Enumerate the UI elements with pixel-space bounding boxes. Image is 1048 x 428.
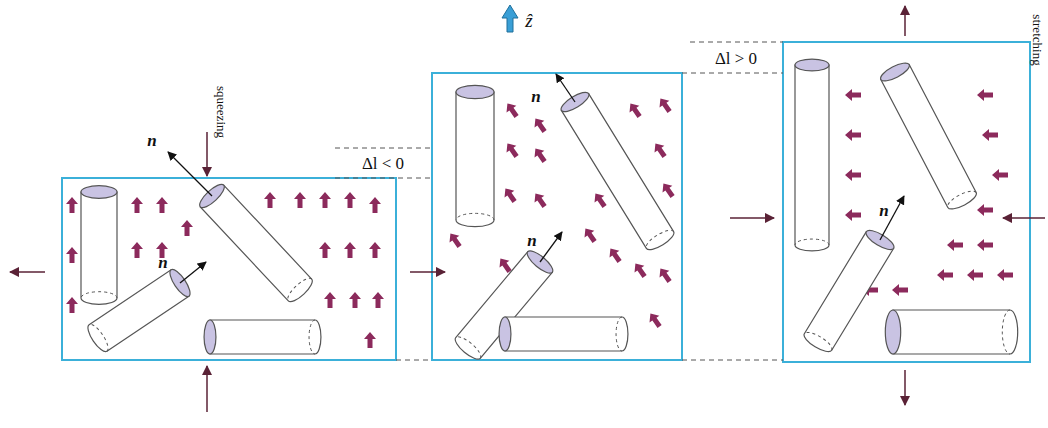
rod-cylinder	[81, 186, 117, 305]
moment-arrow	[131, 242, 143, 258]
moment-arrow	[530, 145, 549, 165]
force-arrow	[730, 217, 774, 219]
reference-dash	[690, 42, 783, 43]
moment-arrow	[530, 115, 549, 135]
rod-cylinder	[456, 85, 494, 226]
force-arrow	[410, 271, 445, 273]
moment-arrow	[369, 197, 381, 213]
moment-arrow	[131, 197, 143, 213]
reference-dash	[335, 178, 432, 179]
moment-arrow	[502, 100, 521, 120]
rod-cylinder	[558, 89, 676, 253]
rod-cylinder	[84, 267, 193, 355]
force-arrow	[1003, 217, 1045, 219]
sample-panel	[432, 73, 682, 360]
force-arrow	[904, 370, 906, 405]
moment-arrow	[992, 169, 1008, 181]
force-arrow	[904, 6, 906, 36]
moment-arrow	[845, 89, 861, 101]
rod-cylinder	[196, 181, 315, 305]
moment-arrow	[892, 284, 908, 296]
force-label: squeezing	[215, 86, 228, 138]
moment-arrow	[845, 169, 861, 181]
moment-arrow	[630, 260, 649, 280]
moment-arrow	[156, 197, 168, 213]
moment-arrow	[324, 292, 336, 308]
moment-arrow	[294, 192, 306, 208]
reference-dash	[335, 148, 432, 149]
moment-arrow	[650, 140, 669, 160]
moment-arrow	[580, 225, 599, 245]
rod-cylinder	[878, 60, 979, 213]
moment-arrow	[530, 190, 549, 210]
moment-arrow	[319, 242, 331, 258]
moment-arrow	[967, 269, 983, 281]
rod-cylinder	[801, 227, 896, 355]
axis-label: ẑ	[525, 11, 532, 30]
moment-arrow	[625, 100, 644, 120]
moment-arrow	[66, 297, 78, 313]
moment-arrow	[500, 185, 519, 205]
rod-cylinder	[885, 310, 1017, 354]
moment-arrow	[977, 239, 993, 251]
rod-cylinder	[204, 320, 321, 354]
rod-cylinder	[795, 59, 829, 251]
axis-arrow	[502, 5, 518, 32]
moment-arrow	[66, 197, 78, 213]
force-arrow	[206, 132, 208, 176]
moment-arrow	[369, 242, 381, 258]
normal-vector-label: n	[147, 132, 156, 149]
length-change-label: Δl < 0	[362, 155, 404, 172]
moment-arrow	[264, 192, 276, 208]
reference-dash	[682, 360, 783, 361]
normal-vector	[556, 74, 575, 102]
normal-vector-label: n	[158, 254, 167, 271]
force-arrow	[10, 271, 45, 273]
moment-arrow	[645, 310, 664, 330]
normal-vector-label: n	[879, 202, 888, 219]
moment-arrow	[982, 129, 998, 141]
moment-arrow	[845, 209, 861, 221]
moment-arrow	[605, 245, 624, 265]
moment-arrow	[655, 95, 674, 115]
force-label: stretching	[1031, 14, 1044, 65]
reference-dash	[396, 360, 432, 361]
moment-arrow	[344, 242, 356, 258]
normal-vector	[180, 262, 206, 283]
moment-arrow	[364, 332, 376, 348]
moment-arrow	[344, 192, 356, 208]
length-change-label: Δl > 0	[715, 50, 757, 67]
normal-vector	[168, 152, 212, 196]
normal-vector-label: n	[531, 88, 540, 105]
moment-arrow	[66, 247, 78, 263]
moment-arrow	[349, 292, 361, 308]
moment-arrow	[502, 140, 521, 160]
moment-arrow	[977, 89, 993, 101]
normal-vector-label: n	[527, 232, 536, 249]
force-arrow	[206, 366, 208, 412]
moment-arrow	[997, 269, 1013, 281]
moment-arrow	[181, 220, 193, 236]
moment-arrow	[655, 265, 674, 285]
moment-arrow	[445, 230, 464, 250]
sample-panel	[62, 178, 396, 360]
moment-arrow	[977, 204, 993, 216]
moment-arrow	[590, 190, 609, 210]
rod-cylinder	[499, 317, 628, 351]
sample-panel	[783, 42, 1030, 362]
moment-arrow	[947, 239, 963, 251]
moment-arrow	[937, 269, 953, 281]
normal-vector	[880, 196, 904, 240]
normal-vector	[540, 232, 562, 262]
moment-arrow	[845, 129, 861, 141]
moment-arrow	[319, 192, 331, 208]
reference-dash	[682, 73, 783, 74]
moment-arrow	[372, 292, 384, 308]
moment-arrow	[658, 180, 677, 200]
